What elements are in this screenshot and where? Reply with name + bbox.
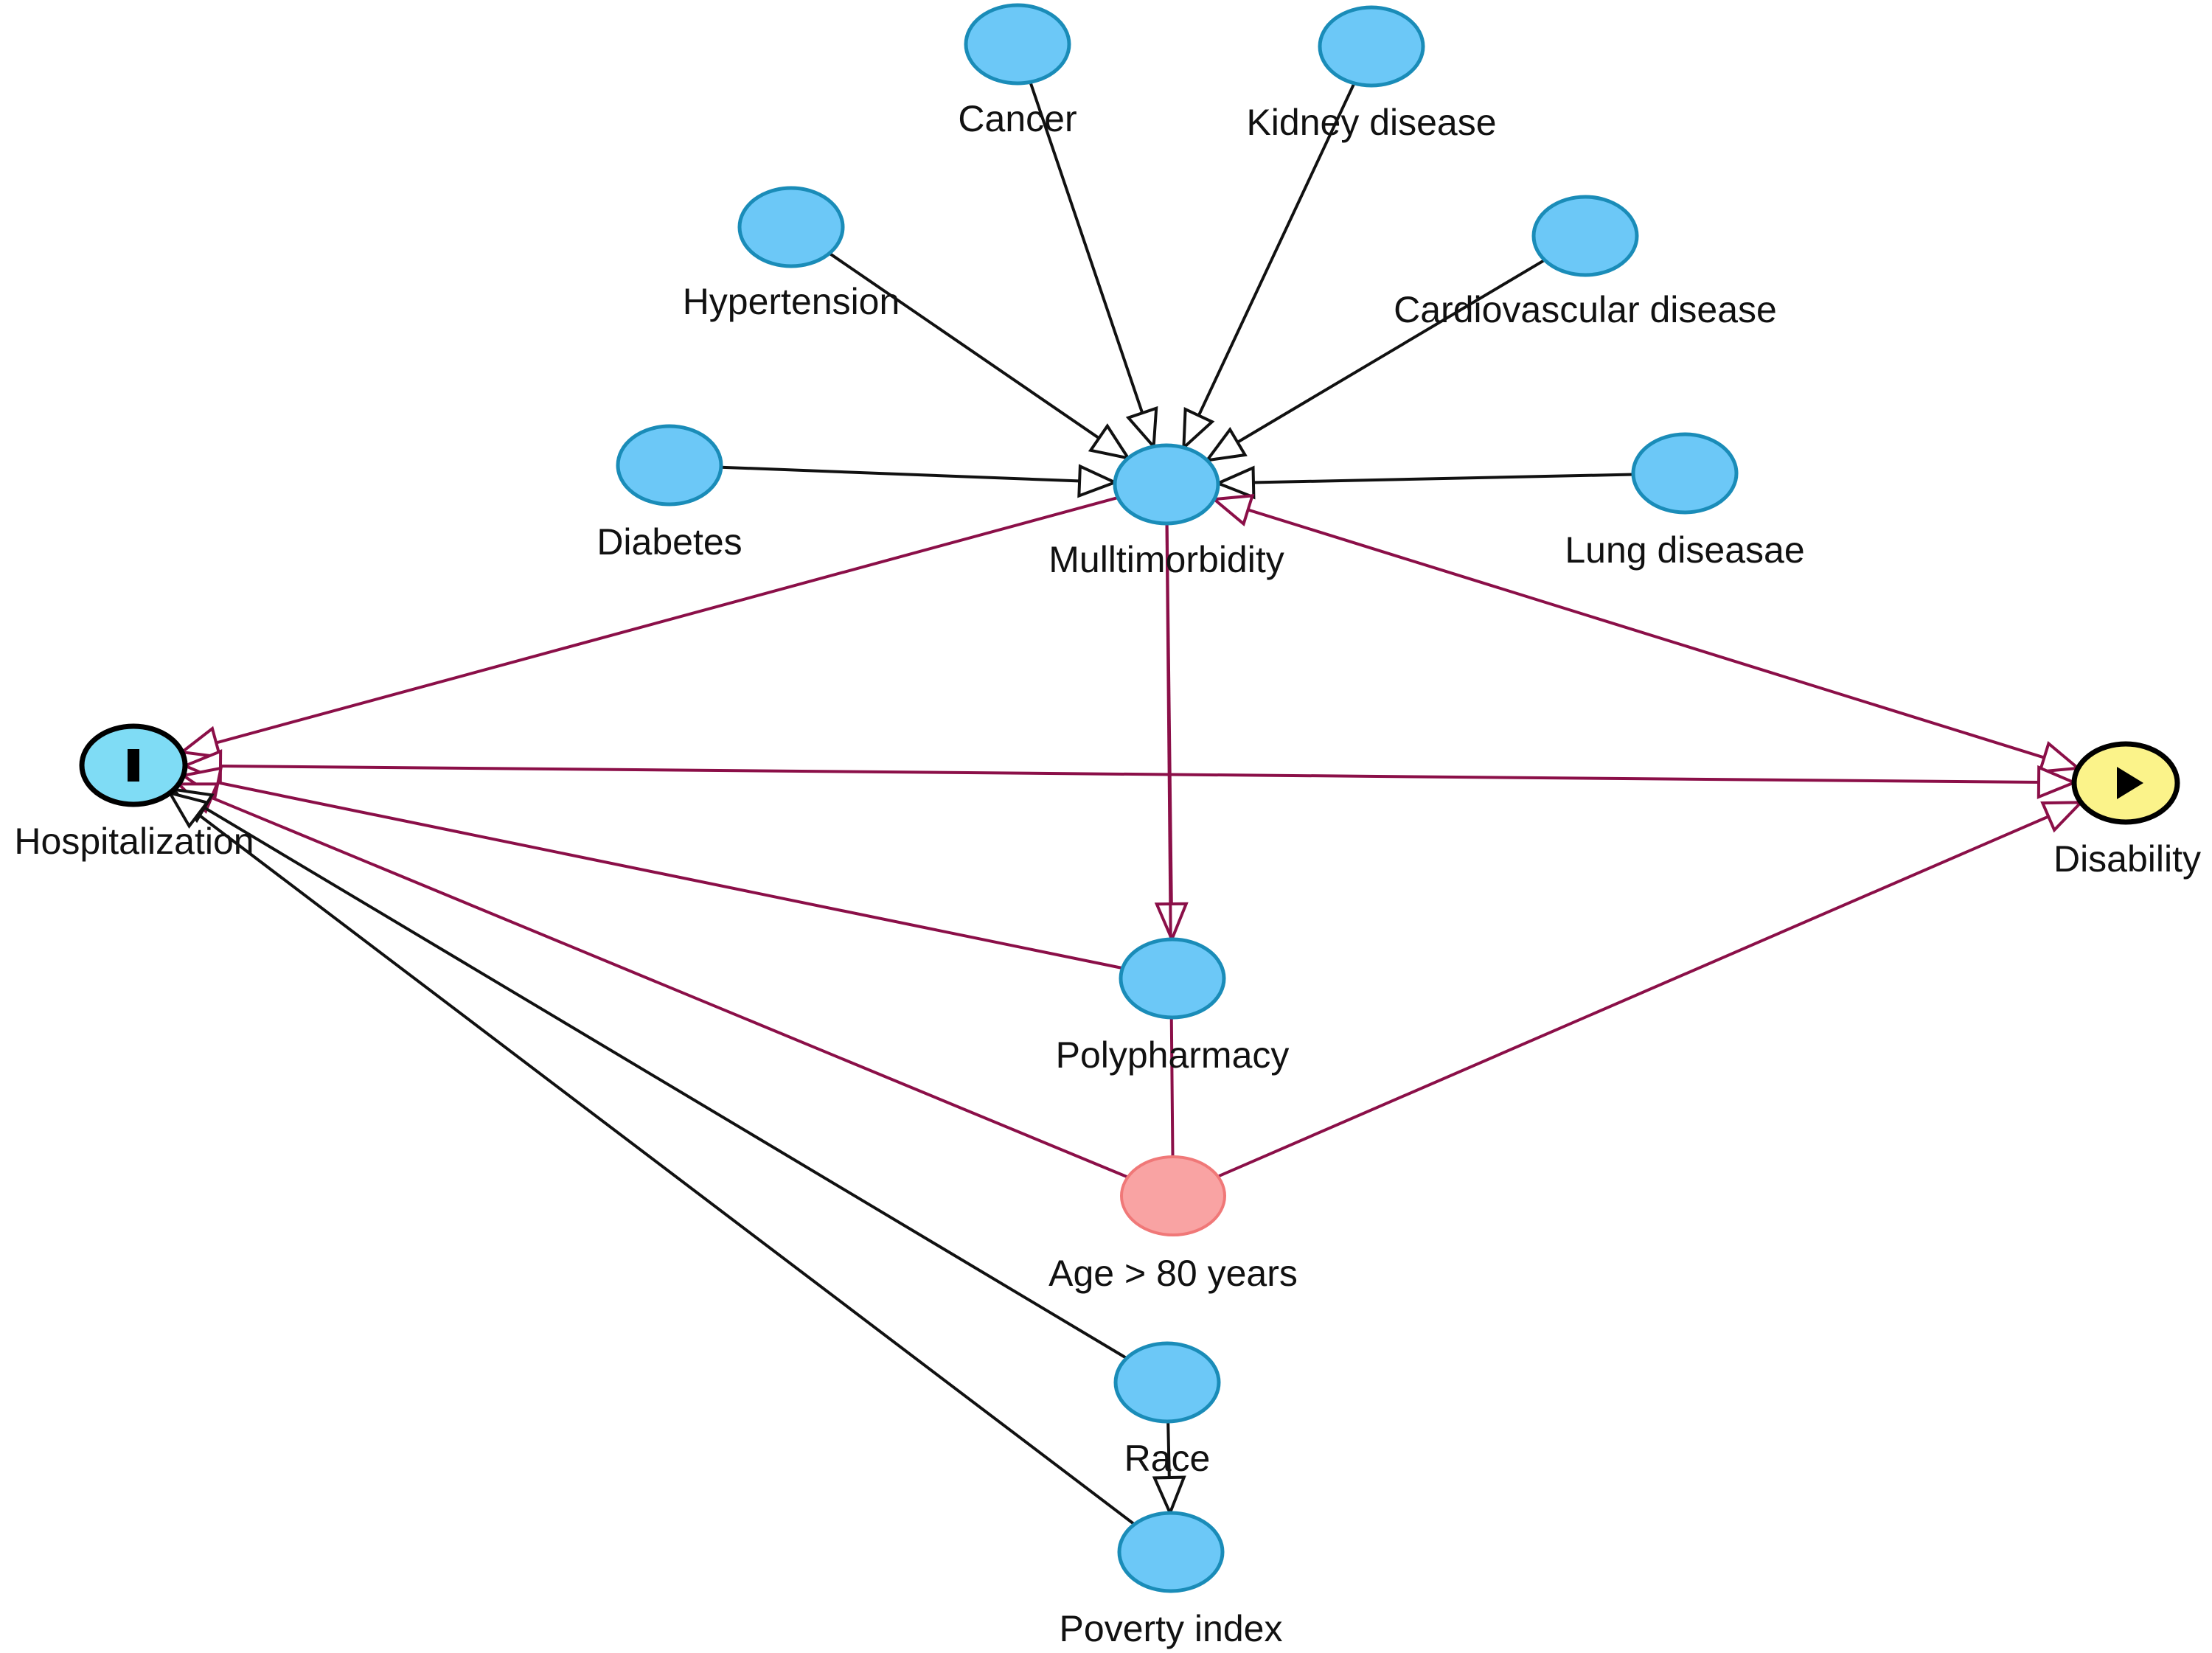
- edge-line: [828, 251, 1130, 460]
- edge-line: [1217, 801, 2082, 1178]
- edge-multimorbidity-disability: [1210, 494, 2082, 773]
- edge-line: [178, 782, 1129, 1179]
- node-ellipse[interactable]: [1631, 432, 1739, 515]
- node-label: Mulltimorbidity: [1048, 539, 1284, 580]
- arrowhead: [1210, 494, 1255, 526]
- arrowhead: [1182, 407, 1215, 451]
- node-label: Cancer: [958, 98, 1077, 139]
- edge-age-disability: [1217, 801, 2085, 1178]
- edge-line: [1217, 473, 1634, 485]
- edge-line: [183, 773, 1123, 970]
- node-hypertension[interactable]: Hypertension: [683, 186, 900, 322]
- node-ellipse[interactable]: [1113, 1341, 1221, 1424]
- edge-line: [720, 465, 1116, 484]
- node-label: Age > 80 years: [1048, 1253, 1298, 1294]
- node-label: Hospitalization: [14, 821, 254, 862]
- edge-line: [169, 791, 1135, 1526]
- edge-line: [181, 495, 1119, 754]
- edge-multimorbidity-hospitalization: [178, 495, 1119, 759]
- node-ellipse[interactable]: [1117, 1511, 1225, 1593]
- node-label: Kidney disease: [1246, 102, 1496, 143]
- node-ellipse[interactable]: [1120, 1155, 1226, 1236]
- node-ellipse[interactable]: [1531, 195, 1639, 277]
- node-ellipse[interactable]: [1318, 5, 1425, 88]
- edge-poverty-hospitalization: [167, 790, 1135, 1526]
- node-polypharmacy[interactable]: Polypharmacy: [1056, 937, 1290, 1076]
- node-label: Poverty index: [1060, 1608, 1283, 1649]
- play-icon: [2117, 767, 2143, 799]
- node-cancer[interactable]: Cancer: [958, 3, 1077, 139]
- node-label: Lung diseasae: [1565, 529, 1804, 571]
- node-race[interactable]: Race: [1113, 1341, 1221, 1479]
- node-hospitalization[interactable]: Hospitalization: [14, 723, 254, 862]
- edge-line: [1182, 83, 1356, 448]
- edge-line: [1165, 523, 1175, 1158]
- edge-line: [1206, 258, 1545, 462]
- arrowhead: [1077, 464, 1119, 498]
- edge-hypertension-multimorbidity: [828, 251, 1132, 461]
- edge-race-hospitalization: [170, 787, 1128, 1360]
- node-ellipse[interactable]: [1113, 443, 1220, 526]
- node-label: Hypertension: [683, 281, 900, 322]
- arrowhead: [1125, 406, 1158, 450]
- edge-cardio-multimorbidity: [1203, 258, 1545, 462]
- exposure-icon: [128, 749, 139, 782]
- edge-age-hospitalization: [175, 782, 1129, 1179]
- arrowhead: [1214, 465, 1256, 500]
- node-disability[interactable]: Disability: [2053, 741, 2201, 880]
- node-lung[interactable]: Lung diseasae: [1565, 432, 1805, 571]
- edge-disability-hospitalization: [181, 749, 2079, 799]
- arrowhead: [1152, 1475, 1186, 1517]
- node-multimorbidity[interactable]: Mulltimorbidity: [1048, 443, 1284, 580]
- edge-polypharmacy-hospitalization: [179, 766, 1123, 970]
- arrowhead: [1088, 423, 1132, 461]
- node-label: Polypharmacy: [1056, 1034, 1290, 1076]
- node-label: Cardiovascular disease: [1394, 289, 1777, 330]
- node-ellipse[interactable]: [964, 3, 1071, 86]
- edge-line: [184, 764, 2075, 784]
- node-label: Diabetes: [597, 521, 742, 563]
- arrowhead: [2040, 801, 2085, 833]
- edges-layer: [167, 81, 2085, 1526]
- edge-diabetes-multimorbidity: [720, 464, 1119, 498]
- arrowhead: [1203, 427, 1248, 462]
- edge-line: [1214, 498, 2079, 770]
- edge-race-poverty: [1152, 1421, 1186, 1517]
- node-label: Race: [1124, 1438, 1211, 1479]
- node-kidney[interactable]: Kidney disease: [1246, 5, 1497, 143]
- node-ellipse[interactable]: [737, 186, 845, 268]
- node-age[interactable]: Age > 80 years: [1048, 1155, 1298, 1294]
- node-ellipse[interactable]: [1119, 937, 1226, 1020]
- node-diabetes[interactable]: Diabetes: [597, 424, 742, 563]
- arrowhead: [178, 725, 223, 759]
- edge-kidney-multimorbidity: [1182, 83, 1356, 451]
- arrowhead: [2037, 741, 2082, 773]
- edge-cancer-multimorbidity: [1029, 81, 1158, 450]
- node-label: Disability: [2053, 838, 2201, 880]
- edge-line: [1029, 81, 1155, 448]
- edge-age-multimorbidity: [1165, 523, 1175, 1158]
- node-ellipse[interactable]: [616, 424, 723, 507]
- node-poverty[interactable]: Poverty index: [1060, 1511, 1283, 1649]
- edge-lung-multimorbidity: [1214, 465, 1634, 500]
- node-cardio[interactable]: Cardiovascular disease: [1394, 195, 1777, 330]
- arrowhead: [167, 790, 210, 829]
- edge-line: [173, 788, 1128, 1360]
- arrowhead: [2037, 765, 2079, 799]
